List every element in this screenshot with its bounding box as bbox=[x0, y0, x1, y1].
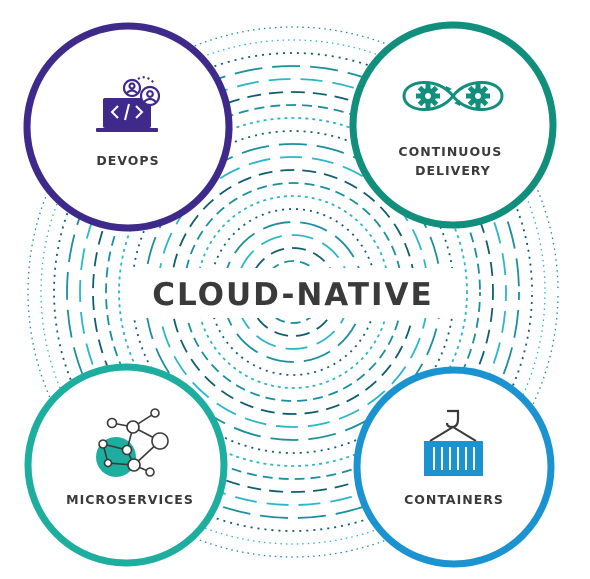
title-backdrop bbox=[128, 268, 458, 318]
node-continuous-delivery: CONTINUOUS DELIVERY bbox=[349, 21, 557, 229]
ripple-ring bbox=[27, 26, 559, 558]
gear-hole bbox=[425, 93, 431, 99]
ripple-ring bbox=[53, 52, 533, 532]
node-containers: CONTAINERS bbox=[353, 366, 555, 568]
gear-right-icon bbox=[466, 84, 490, 108]
ripple-ring bbox=[92, 91, 494, 493]
gear-tooth bbox=[475, 102, 481, 108]
ripple-ring bbox=[118, 117, 468, 467]
ripple-ring bbox=[105, 104, 481, 480]
gears-infinity-icon bbox=[402, 81, 504, 111]
node-devops-label: DEVOPS bbox=[96, 153, 159, 168]
gear-left-icon bbox=[416, 84, 440, 108]
gear-hole bbox=[475, 93, 481, 99]
gear-tooth bbox=[475, 84, 481, 90]
network-nodes-icon bbox=[96, 408, 169, 477]
node-microservices: MICROSERVICES bbox=[24, 363, 228, 567]
node-continuous-delivery-label: CONTINUOUS DELIVERY bbox=[398, 144, 507, 178]
ripple-ring bbox=[79, 78, 507, 506]
developer-laptop-icon bbox=[96, 76, 161, 132]
shipping-container-icon bbox=[424, 409, 483, 476]
node-containers-label: CONTAINERS bbox=[404, 492, 504, 507]
node-continuous-delivery-ring bbox=[349, 21, 557, 229]
gear-tooth bbox=[425, 84, 431, 90]
node-microservices-label: MICROSERVICES bbox=[66, 492, 194, 507]
ripple-ring bbox=[66, 65, 520, 519]
ripple-ring bbox=[40, 39, 546, 545]
ripple-ring bbox=[196, 195, 390, 389]
gear-tooth bbox=[425, 102, 431, 108]
node-devops: DEVOPS bbox=[23, 22, 233, 232]
center-title: CLOUD-NATIVE bbox=[152, 277, 433, 313]
